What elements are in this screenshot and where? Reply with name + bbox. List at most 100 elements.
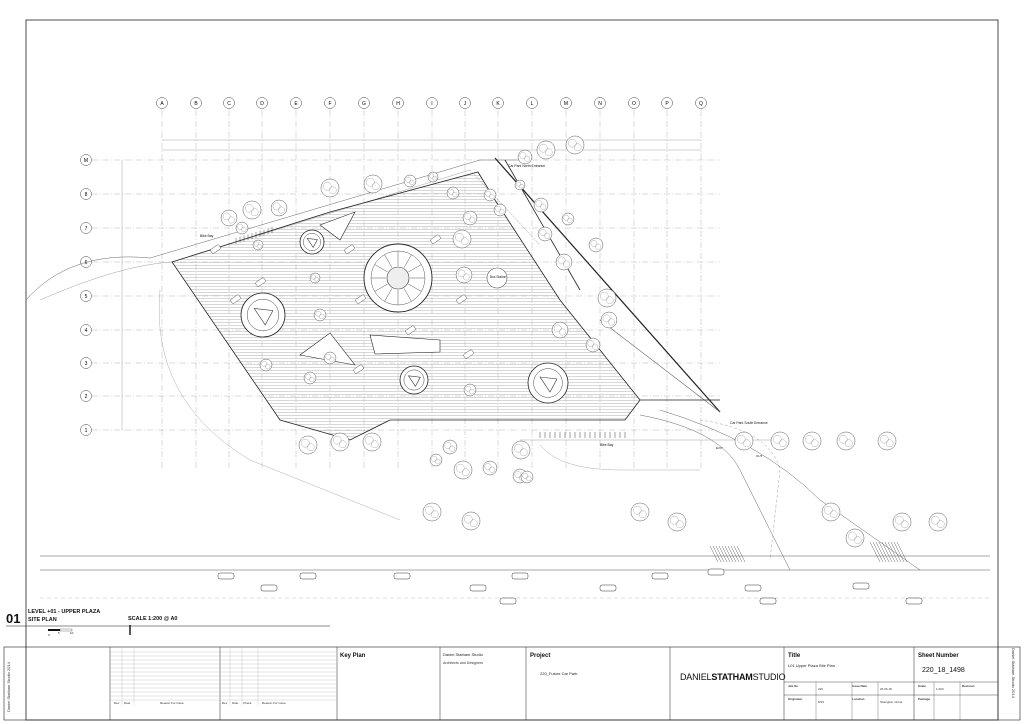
tree: [928, 512, 948, 532]
tree-canopy: [544, 232, 551, 239]
zebra-crossing: [896, 541, 908, 563]
drawing-number: 01: [6, 611, 21, 626]
grid-bubble-N: [594, 97, 606, 109]
zebra-crossing: [724, 545, 734, 563]
tree: [220, 209, 238, 227]
tree-canopy: [638, 510, 647, 519]
tree-canopy: [829, 510, 838, 519]
scale-label: Scale: [918, 684, 926, 688]
tree-canopy: [254, 241, 259, 247]
tree: [303, 371, 317, 385]
car: [744, 584, 762, 592]
grid-label-row-8: 8: [85, 192, 88, 198]
bus-station-circle: [486, 267, 508, 289]
tree-canopy: [557, 256, 566, 265]
grid-bubble-K: [492, 97, 504, 109]
tree: [259, 358, 273, 372]
tree-canopy: [314, 277, 319, 282]
tree: [462, 210, 478, 226]
tree-canopy: [590, 240, 598, 247]
tree-canopy: [778, 439, 787, 448]
tree-canopy: [602, 314, 611, 323]
rotunda-spoke: [384, 254, 393, 268]
tree-canopy: [457, 269, 466, 278]
tree-canopy: [544, 148, 553, 157]
tree: [511, 440, 531, 460]
zebra-crossing: [721, 545, 731, 563]
grid-label-row-7: 7: [85, 226, 88, 232]
tree-canopy: [305, 373, 312, 380]
studio-description: Architects and Designers: [443, 661, 483, 665]
rotunda-spoke: [403, 254, 412, 268]
location-value: Shanghai, China: [880, 700, 903, 704]
sheet-number-value: 220_18_1498: [922, 667, 965, 674]
grid-label-A: A: [160, 101, 164, 107]
tree-canopy: [464, 514, 473, 524]
tree-canopy: [435, 458, 441, 465]
tree-canopy: [241, 226, 247, 233]
grid-label-B: B: [194, 101, 198, 107]
tree-canopy: [824, 505, 833, 515]
tree: [483, 188, 497, 202]
tree: [517, 149, 533, 165]
tree-canopy: [885, 439, 894, 448]
grid-bubble-row-2: [80, 390, 92, 402]
tree-canopy: [425, 505, 434, 515]
rotunda-spoke: [374, 264, 388, 273]
tree: [536, 140, 556, 160]
drawing-scale: SCALE 1:200 @ A0: [128, 616, 178, 622]
ramp-line: [599, 319, 721, 413]
tree-canopy: [608, 318, 615, 326]
grid-bubble-row-3: [80, 357, 92, 369]
tree: [362, 432, 382, 452]
plaza-car: [456, 294, 467, 304]
tree-canopy: [535, 200, 543, 207]
zebra-crossing: [875, 541, 887, 563]
tree: [463, 383, 477, 397]
plaza-car: [405, 325, 416, 335]
east-rotunda: [527, 362, 569, 404]
grid-bubble-B: [190, 97, 202, 109]
grid-label-row-M: M: [84, 158, 88, 164]
studio-logo: DANIELSTATHAMSTUDIO: [680, 672, 786, 682]
tree: [482, 460, 498, 476]
tree-canopy: [405, 176, 412, 183]
grid-bubble-G: [358, 97, 370, 109]
tree-canopy: [338, 440, 347, 449]
bus-station-label: Bus Station: [490, 275, 507, 279]
car: [852, 582, 870, 590]
issue-date-label: Issue Date: [852, 684, 868, 688]
tree: [242, 200, 262, 220]
site-boundary: [25, 159, 520, 301]
title-block-frame: [3, 646, 1021, 721]
tree: [597, 288, 617, 308]
grid-label-H: H: [396, 101, 400, 107]
grid-label-row-5: 5: [85, 294, 88, 300]
project-name: 220_Future Car Park: [540, 671, 578, 676]
key-plan-heading: Key Plan: [340, 653, 366, 659]
tree-canopy: [463, 273, 470, 281]
tree-canopy: [333, 435, 342, 445]
tree: [298, 435, 318, 455]
tree-canopy: [306, 443, 315, 452]
tree: [561, 212, 575, 226]
tree: [555, 253, 573, 271]
tree-canopy: [228, 216, 235, 224]
grid-label-J: J: [464, 101, 467, 107]
tree-canopy: [563, 260, 570, 268]
entrance-ramp-edge: [494, 157, 721, 413]
tree-canopy: [328, 186, 337, 195]
tree: [836, 431, 856, 451]
tree-canopy: [595, 243, 602, 250]
tree-canopy: [311, 274, 316, 280]
car: [469, 584, 487, 592]
drawing-title: LEVEL +01 - UPPER PLAZA: [28, 609, 101, 615]
tree-canopy: [931, 515, 940, 525]
zebra-crossing: [733, 545, 743, 563]
tree: [461, 511, 481, 531]
tree-canopy: [222, 212, 231, 221]
tree-canopy: [409, 179, 415, 186]
plaza-car: [355, 294, 366, 304]
tree-canopy: [895, 515, 904, 525]
